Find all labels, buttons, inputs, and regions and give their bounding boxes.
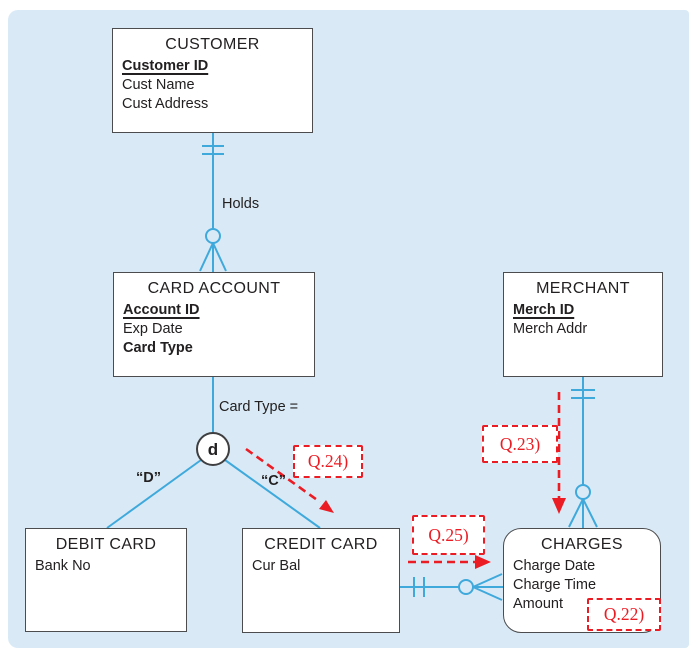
attribute-primary-key: Account ID [123, 302, 200, 318]
entity-title: CHARGES [541, 536, 623, 553]
annotation-q23: Q.23) [482, 425, 558, 463]
disjoint-circle [196, 432, 230, 466]
attribute: Exp Date [123, 321, 183, 337]
attribute: Cust Address [122, 96, 209, 112]
q23-arrow [552, 392, 566, 514]
relationship-creditcard-charges [400, 573, 503, 601]
q25-arrow [408, 555, 491, 569]
cardinality-mandatory-one-ticks [202, 145, 224, 155]
attribute: Merch Addr [513, 321, 588, 337]
attribute-discriminator: Card Type [123, 340, 193, 356]
entity-merchant: MERCHANT Merch ID Merch Addr [503, 272, 663, 377]
annotation-q25: Q.25) [412, 515, 485, 555]
cardinality-optional-many-crowfoot [199, 228, 227, 272]
entity-debit-card: DEBIT CARD Bank No [25, 528, 187, 632]
q24-arrow [245, 447, 334, 513]
cardinality-mandatory-one-ticks [413, 577, 425, 597]
entity-credit-card: CREDIT CARD Cur Bal [242, 528, 400, 633]
entity-card-account: CARD ACCOUNT Account ID Exp Date Card Ty… [113, 272, 315, 377]
subtype-value-debit: “D” [136, 470, 161, 486]
attribute: Cust Name [122, 77, 195, 93]
relationship-label-holds: Holds [222, 196, 260, 212]
entity-title: DEBIT CARD [55, 536, 157, 553]
attribute: Charge Time [513, 577, 597, 593]
relationship-merchant-charges [568, 377, 598, 528]
entity-title: CARD ACCOUNT [147, 280, 281, 297]
attribute: Cur Bal [252, 558, 301, 574]
attribute: Amount [513, 596, 563, 612]
entity-title: CUSTOMER [165, 36, 260, 53]
entity-title: MERCHANT [536, 280, 630, 297]
disjoint-symbol-text: d [208, 440, 218, 459]
cardinality-mandatory-one-ticks [571, 389, 595, 399]
cardinality-optional-many-crowfoot [568, 484, 598, 528]
entity-customer: CUSTOMER Customer ID Cust Name Cust Addr… [112, 28, 313, 133]
attribute-primary-key: Merch ID [513, 302, 575, 318]
subtype-value-credit: “C” [261, 473, 286, 489]
annotation-q24: Q.24) [293, 445, 363, 478]
attribute: Bank No [35, 558, 91, 574]
cardinality-optional-many-crowfoot [458, 573, 503, 601]
relationship-holds [199, 133, 227, 272]
entity-charges: CHARGES Charge Date Charge Time Amount [503, 528, 661, 633]
annotation-q22: Q.22) [587, 598, 661, 631]
attribute: Charge Date [513, 558, 596, 574]
entity-title: CREDIT CARD [264, 536, 378, 553]
supertype-subtype-links: d [106, 377, 321, 529]
subtype-discriminator-label: Card Type = [219, 399, 299, 415]
attribute-primary-key: Customer ID [122, 58, 209, 74]
